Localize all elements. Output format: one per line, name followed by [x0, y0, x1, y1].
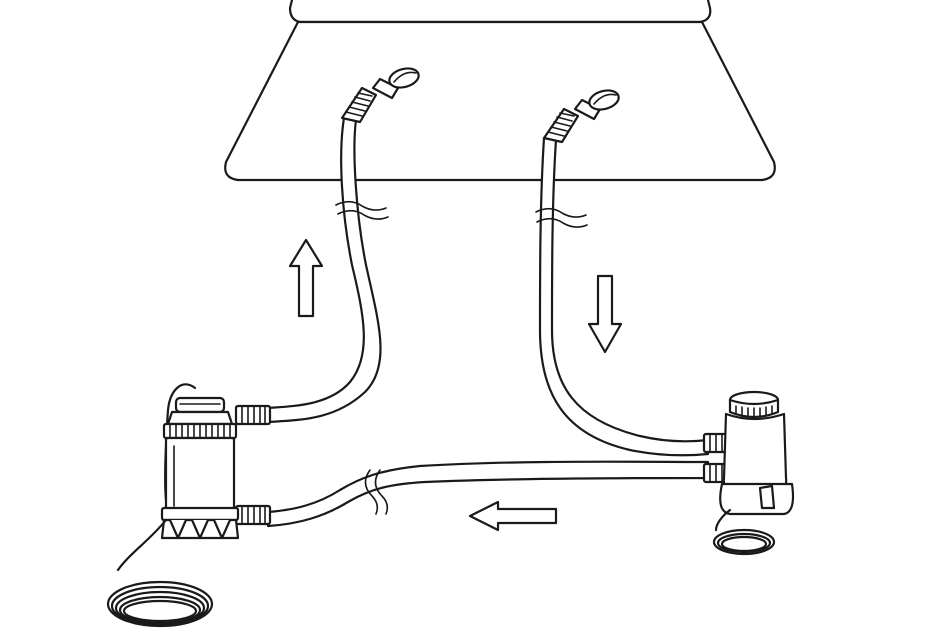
pool — [225, 0, 775, 180]
flow-arrow-down — [589, 276, 621, 352]
heat-pump — [108, 384, 238, 626]
flow-arrow-left — [470, 502, 556, 530]
filter-pump-cord-coil — [714, 530, 774, 554]
flow-arrow-up — [290, 240, 322, 316]
filter-pump — [714, 392, 793, 554]
heat-pump-cord-coil — [108, 582, 212, 626]
